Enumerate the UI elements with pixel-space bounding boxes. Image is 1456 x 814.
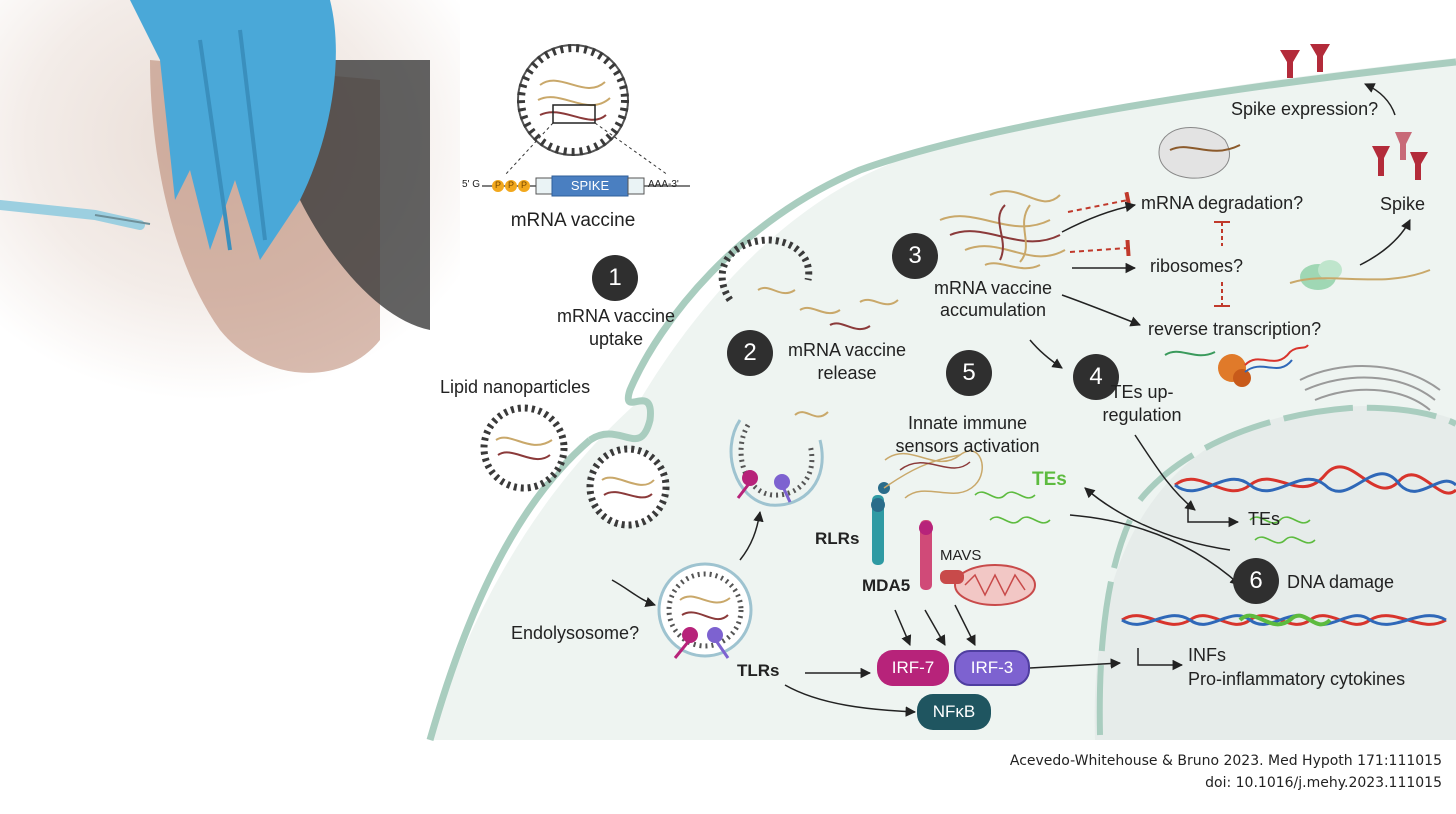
step-4-label-line2: regulation: [1102, 405, 1182, 425]
mitochondrion: [940, 564, 1036, 606]
step-badge-3: 3: [892, 233, 938, 279]
endolysosome-label: Endolysosome?: [511, 623, 640, 643]
reverse-transcription-label: reverse transcription?: [1148, 319, 1322, 339]
spike-expression-label: Spike expression?: [1231, 99, 1379, 119]
tlrs-label: TLRs: [737, 661, 780, 680]
inhibition-marks: [1067, 191, 1230, 307]
mavs-label: MAVS: [940, 547, 982, 564]
ribosome-translation: [1289, 260, 1431, 290]
dna-helix-bottom: [1121, 613, 1447, 627]
endoplasmic-reticulum: [1299, 365, 1441, 411]
construct-3prime: AAA-3': [648, 179, 679, 190]
step-5-label-line2: sensors activation: [895, 436, 1040, 456]
fusing-lnp: [718, 236, 813, 302]
spike-proteins: [1280, 44, 1428, 180]
tes-green-label: TEs: [1032, 469, 1067, 490]
dna-helix-top: [1174, 465, 1456, 495]
dsrna-tangle: [884, 450, 983, 499]
step-5-label-line1: Innate immune: [907, 413, 1028, 433]
step-badge-4: 4: [1073, 354, 1119, 400]
mda5-sensor: [919, 520, 933, 590]
step-1-label-line2: uptake: [588, 329, 644, 349]
tes-nucleus-label: TEs: [1248, 509, 1281, 529]
infs-label: INFs: [1188, 645, 1226, 665]
ribosomes-label: ribosomes?: [1150, 256, 1244, 276]
cap-2: P: [507, 180, 514, 190]
step-6-label: DNA damage: [1287, 572, 1395, 592]
cap-3: P: [520, 180, 527, 190]
step-4-label-line1: TEs up-: [1110, 382, 1174, 402]
step-badge-5: 5: [946, 350, 992, 396]
irf7-factor: IRF-7: [877, 650, 949, 686]
citation-line1: Acevedo-Whitehouse & Bruno 2023. Med Hyp…: [1009, 753, 1442, 769]
nfkb-factor: NFκB: [917, 694, 991, 730]
accumulated-mrna: [939, 190, 1066, 270]
step-2-label-line1: mRNA vaccine: [787, 340, 907, 360]
rlrs-label: RLRs: [815, 529, 860, 548]
lipid-nanoparticle-2: [586, 445, 670, 529]
lipid-nanoparticle-1: [480, 404, 568, 492]
step-badge-6: 6: [1233, 558, 1279, 604]
irf3-factor: IRF-3: [954, 650, 1030, 686]
reverse-transcriptase: [1164, 344, 1309, 387]
step-3-label-line1: mRNA vaccine: [933, 278, 1053, 298]
mrna-vaccine-title: mRNA vaccine: [510, 210, 636, 231]
step-3-label-line2: accumulation: [939, 300, 1047, 320]
te-squiggles: [974, 491, 1316, 544]
lipid-nanoparticles-label: Lipid nanoparticles: [440, 377, 591, 397]
citation-line2: doi: 10.1016/j.mehy.2023.111015: [1205, 775, 1442, 791]
degradation-complex: [1158, 127, 1241, 179]
mda5-label: MDA5: [862, 576, 911, 595]
cytokines-label: Pro-inflammatory cytokines: [1188, 669, 1406, 689]
mrna-construct: [482, 175, 690, 197]
spike-label: Spike: [1380, 194, 1426, 214]
endolysosome: [657, 562, 753, 659]
cap-1: P: [494, 180, 501, 190]
release-endosome: [729, 419, 824, 507]
construct-5prime: 5' G: [462, 179, 481, 190]
released-mrna: [757, 287, 899, 418]
step-2-label-line2: release: [817, 363, 877, 383]
flow-arrows: [611, 83, 1411, 717]
step-badge-2: 2: [727, 330, 773, 376]
spike-gene-label: SPIKE: [570, 178, 610, 193]
injection-photo: [0, 0, 460, 400]
mrna-degradation-label: mRNA degradation?: [1141, 193, 1304, 213]
step-1-label-line1: mRNA vaccine: [556, 306, 676, 326]
lnp-top: [504, 44, 669, 176]
step-badge-1: 1: [592, 255, 638, 301]
rlr-sensor: [871, 454, 961, 565]
